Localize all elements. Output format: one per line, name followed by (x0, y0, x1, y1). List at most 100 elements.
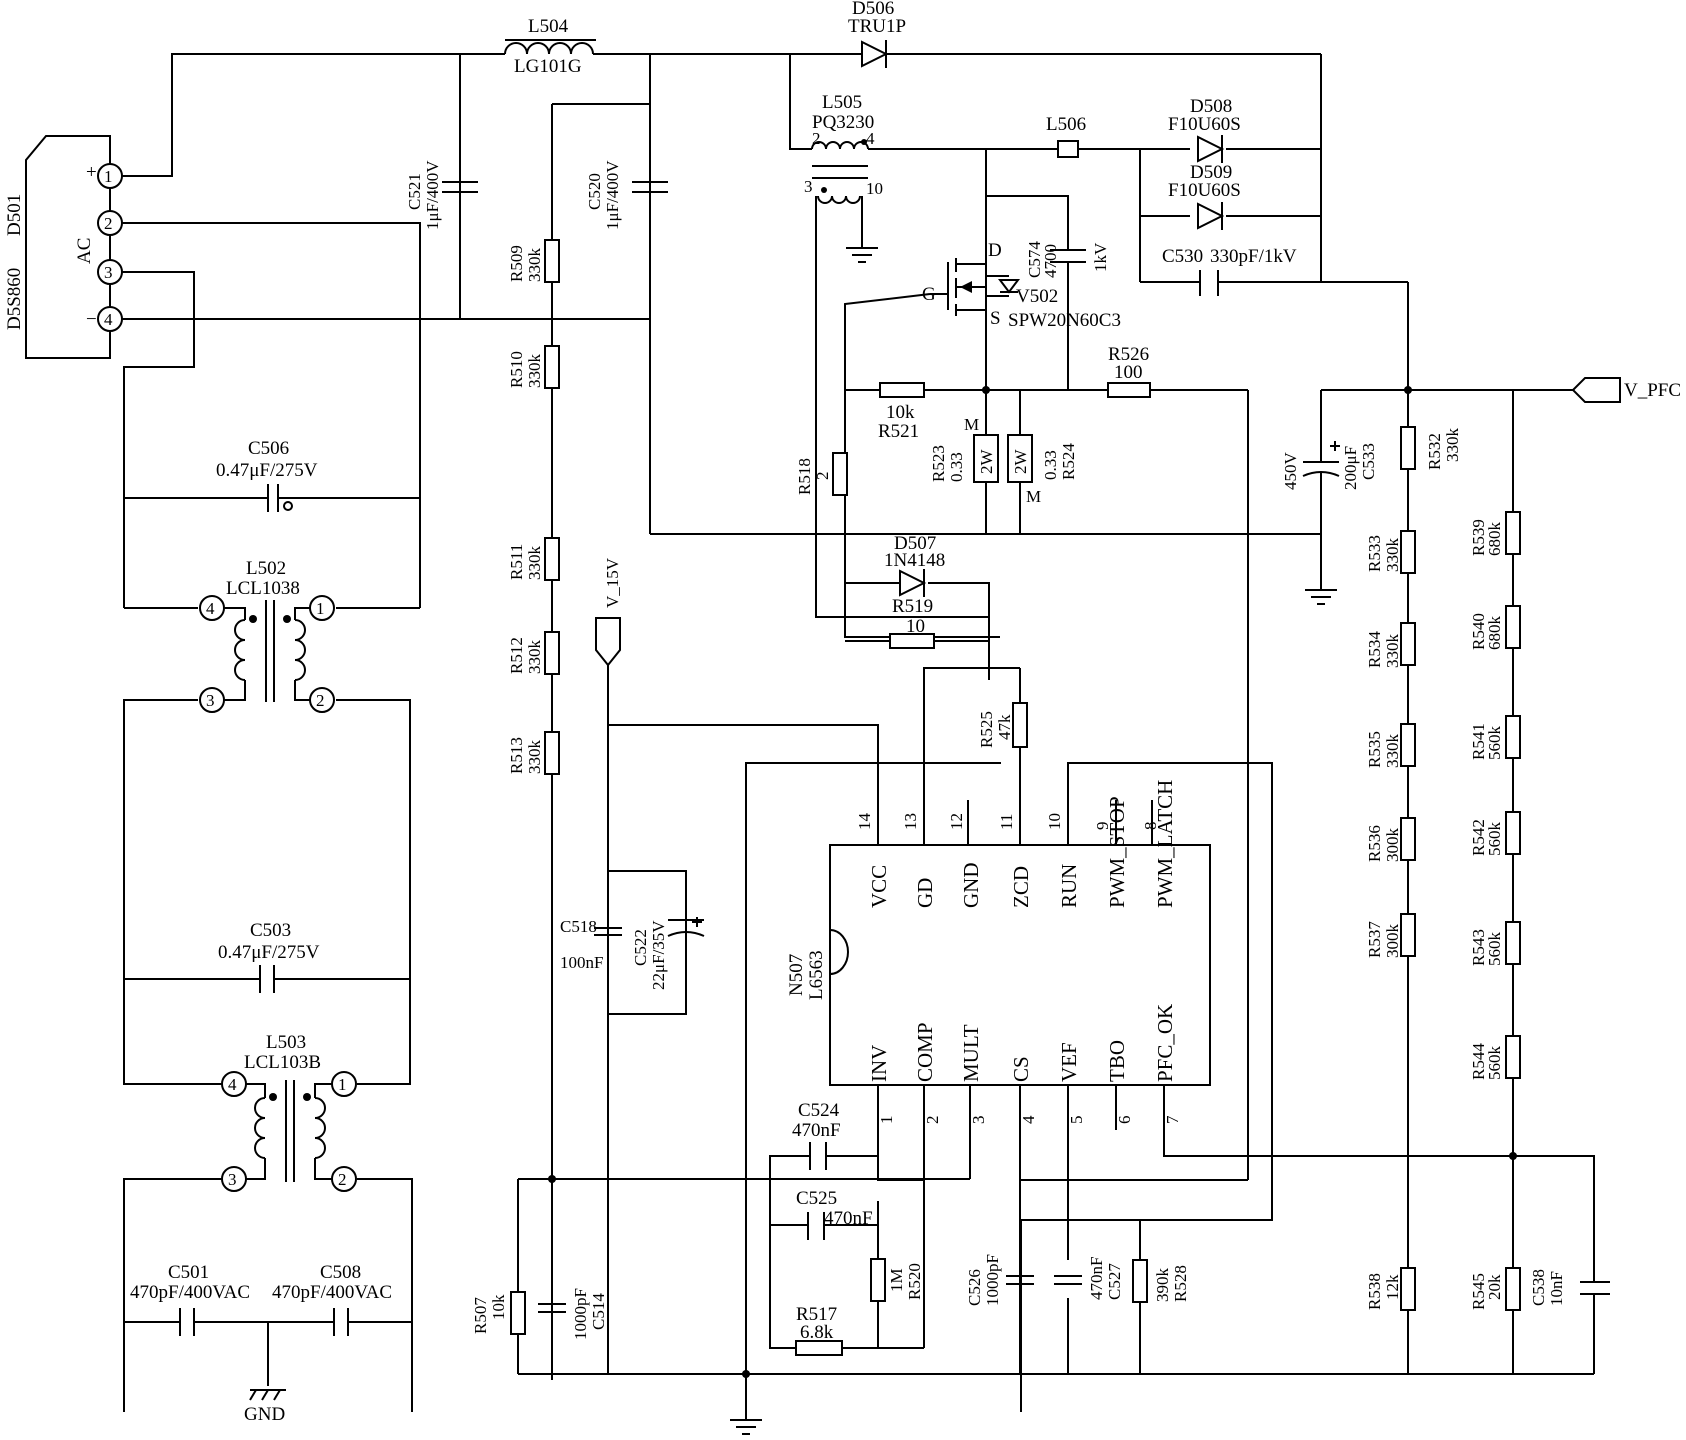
capacitor-c530: C530 330pF/1kV (1162, 246, 1297, 296)
power-label: 2W (977, 449, 996, 475)
ref-label: R532 (1425, 433, 1444, 470)
ref-label: R534 (1365, 631, 1384, 668)
ref-label: R513 (507, 737, 526, 774)
value-label: 470nF (824, 1208, 873, 1229)
pin-label: 10 (866, 179, 883, 198)
inductor-l506: L506 (1046, 114, 1086, 158)
choke-l503: 4 1 3 2 L503 LCL103B (221, 1032, 357, 1192)
diode-d506: D506 TRU1P (848, 0, 906, 68)
pin-label: 2 (338, 1170, 347, 1189)
resistor-r535: R535 330k (1365, 723, 1416, 769)
value-label: 330k (1383, 734, 1402, 769)
ref-label: C526 (965, 1269, 984, 1306)
ic-pin-number: 3 (969, 1116, 988, 1125)
resistor-r521: 10k R521 (878, 382, 925, 442)
ic-pin-name: MULT (959, 1024, 983, 1082)
ref-label: C538 (1529, 1269, 1548, 1306)
value-label: 330k (525, 546, 544, 581)
pin-label: 3 (104, 263, 113, 282)
value-label: 100nF (560, 953, 603, 972)
ref-label: R537 (1365, 921, 1384, 958)
ref-label: R540 (1469, 613, 1488, 650)
resistor-r525: R525 47k (977, 702, 1028, 748)
resistor-r537: R537 300k (1365, 913, 1416, 958)
inductor-l504: L504 LG101G (504, 16, 596, 77)
resistor-r519: R519 10 (889, 596, 935, 649)
ref-label: C514 (589, 1293, 608, 1330)
value-label: 47k (995, 714, 1014, 740)
diode-d509: D509 F10U60S (1168, 162, 1241, 230)
resistor-r539: R539 680k (1469, 511, 1521, 556)
ref-label: R535 (1365, 731, 1384, 768)
value-label: 0.47μF/275V (218, 942, 320, 963)
pin-label: 3 (804, 177, 813, 196)
pin-label: 4 (206, 599, 215, 618)
value-label: LCL103B (244, 1052, 321, 1073)
source-label: S (990, 308, 1001, 329)
pin-label: 4 (228, 1075, 237, 1094)
resistor-r541: R541 560k (1469, 715, 1521, 760)
ref-label: R518 (795, 458, 814, 495)
ref-label: C574 (1025, 241, 1044, 278)
ref-label: R521 (878, 421, 919, 442)
pin-label: 4 (104, 310, 113, 329)
ref-label: R525 (977, 711, 996, 748)
diode-d507: D507 1N4148 (884, 533, 945, 597)
ref-label: R542 (1469, 819, 1488, 856)
ref-label: L505 (822, 92, 862, 113)
value-label: 330k (1383, 634, 1402, 669)
ref-label: R524 (1059, 443, 1078, 480)
junction (982, 386, 990, 394)
ic-pin-number: 4 (1019, 1115, 1038, 1124)
value-label: 1000pF (983, 1254, 1002, 1306)
ref-label: R507 (471, 1297, 490, 1334)
value-label: 330pF/1kV (1210, 246, 1297, 267)
resistor-r520: 1M R520 (870, 1258, 924, 1302)
ic-pin-number: 8 (1141, 822, 1160, 831)
capacitor-c524: C524 470nF (792, 1100, 841, 1170)
value-label: 12k (1383, 1274, 1402, 1300)
ref-label: C501 (168, 1262, 209, 1283)
mosfet-v502: D G S V502 SPW20N60C3 (922, 240, 1121, 331)
ref-label: C527 (1105, 1263, 1124, 1300)
resistor-r509: R509 330k (507, 239, 560, 283)
ref-label: V502 (1016, 286, 1058, 307)
ref-label: D508 (1190, 96, 1232, 117)
value-label: 1N4148 (884, 550, 945, 571)
plus-label: + (86, 162, 97, 183)
ground-icon (1305, 589, 1337, 605)
power-label: 2W (1011, 449, 1030, 475)
capacitor-c527: 470nF C527 (1054, 1257, 1124, 1300)
ic-pin-name: TBO (1105, 1040, 1129, 1082)
value-label: 4700 (1041, 244, 1060, 278)
value-label: 20k (1485, 1274, 1504, 1300)
value-label: SPW20N60C3 (1008, 310, 1121, 331)
value-label: 470nF (792, 1120, 841, 1141)
resistor-r526: R526 100 (1107, 344, 1151, 398)
ref-label: R510 (507, 351, 526, 388)
ref-label: R511 (507, 544, 526, 580)
ic-pin-number: 1 (877, 1116, 896, 1125)
ic-pin-name: PWM_LATCH (1153, 780, 1177, 908)
voltage-label: 450V (1281, 452, 1300, 491)
value-label: 300k (1383, 828, 1402, 863)
m-label: M (964, 415, 979, 434)
resistor-r524: 2W M 0.33 R524 (1007, 434, 1078, 506)
pin-label: 3 (228, 1170, 237, 1189)
ref-label: L503 (266, 1032, 306, 1053)
ref-label: C522 (631, 929, 650, 966)
ref-label: C524 (798, 1100, 840, 1121)
value-label: 1000pF (571, 1288, 590, 1340)
value-label: 330k (525, 640, 544, 675)
value-label: 1M (887, 1268, 906, 1292)
diode-d508: D508 F10U60S (1168, 96, 1241, 163)
gnd-label: GND (244, 1404, 285, 1425)
ref-label: L506 (1046, 114, 1086, 135)
ref-label: L504 (528, 16, 569, 37)
ref-label: R536 (1365, 825, 1384, 862)
ref-label: R519 (892, 596, 933, 617)
value-label: 0.47μF/275V (216, 460, 318, 481)
ic-pin-number: 5 (1067, 1116, 1086, 1125)
value-label: 390k (1153, 1268, 1172, 1303)
